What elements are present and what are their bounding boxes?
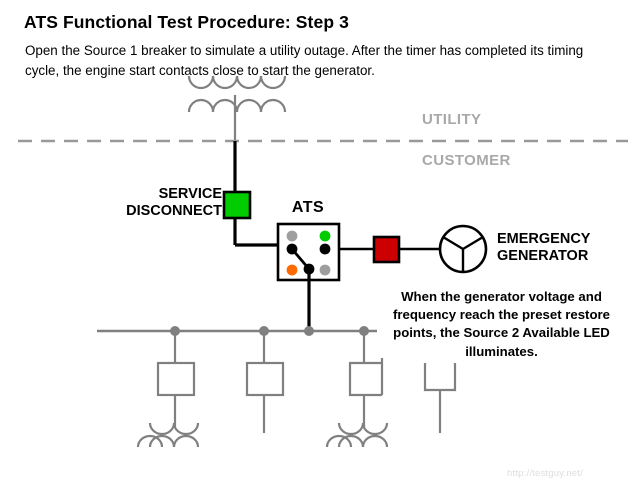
generator-restore-callout: When the generator voltage and frequency…: [393, 289, 610, 359]
source2-contact-terminal[interactable]: [319, 243, 331, 255]
generator-symbol: [438, 224, 488, 274]
source1-available-led[interactable]: [286, 230, 298, 242]
engine-start-led[interactable]: [286, 264, 298, 276]
zone-label-utility: UTILITY: [422, 111, 482, 128]
feeder-4-spare: [423, 363, 457, 433]
intro-paragraph: Open the Source 1 breaker to simulate a …: [25, 43, 584, 78]
ats-label: ATS: [291, 199, 325, 216]
site-watermark: http://testguy.net/: [507, 468, 583, 479]
page-title: ATS Functional Test Procedure: Step 3: [24, 12, 349, 32]
source2-breaker[interactable]: [372, 235, 401, 264]
zone-label-customer: CUSTOMER: [422, 152, 511, 169]
bus-node-3: [304, 326, 314, 336]
feeder-1: [136, 331, 200, 448]
load-indicator-led[interactable]: [319, 264, 331, 276]
feeder-3: [325, 331, 389, 448]
source2-available-led[interactable]: [319, 230, 331, 242]
service-disconnect-label: SERVICE DISCONNECT: [126, 186, 222, 219]
service-disconnect-breaker[interactable]: [222, 190, 252, 220]
emergency-generator-label: EMERGENCY GENERATOR: [497, 231, 591, 264]
utility-transformer-icon: [187, 75, 287, 113]
feeder-2: [245, 331, 285, 433]
